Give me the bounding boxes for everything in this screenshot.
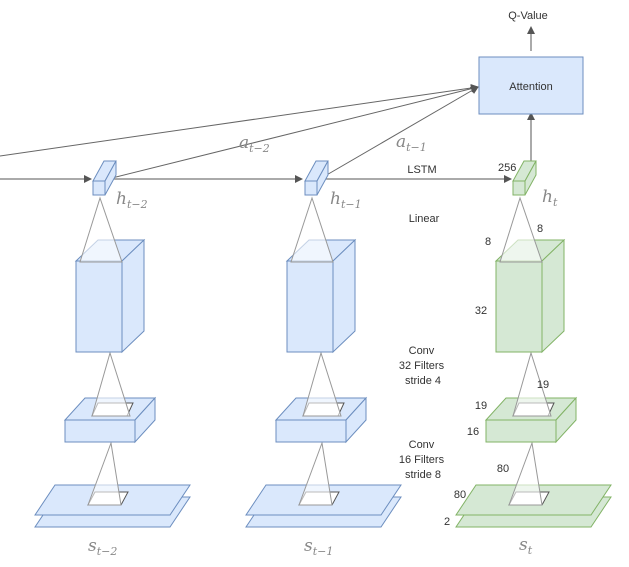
lstm-label: LSTM	[407, 164, 436, 176]
receptive-field-input-t1	[298, 441, 333, 506]
receptive-field-input-t	[508, 441, 543, 506]
arrow-history-to-attention	[0, 84, 479, 157]
dim-input-2: 2	[444, 516, 450, 528]
dim-linear-height: 8	[537, 223, 543, 235]
arrow-a-t1-to-attention	[317, 86, 479, 181]
receptive-field-linear-t1	[290, 196, 334, 263]
label-h-t-minus-2: ht−2	[116, 189, 148, 211]
receptive-field-linear-t2	[79, 196, 123, 263]
receptive-field-conv-t1	[302, 351, 342, 417]
lstm-cell-t2	[92, 160, 117, 196]
conv1-label: Conv 16 Filters stride 8	[399, 439, 447, 481]
conv2-block-t2	[74, 238, 146, 354]
label-a-t-minus-1: at−1	[396, 132, 427, 154]
attention-label: Attention	[509, 81, 552, 93]
arrow-a-t2-to-attention	[103, 84, 479, 181]
q-value-label: Q-Value	[508, 10, 548, 22]
dim-conv-19b: 19	[475, 400, 487, 412]
dim-linear-width: 8	[485, 236, 491, 248]
dim-linear-depth: 32	[475, 305, 487, 317]
dim-conv-16: 16	[467, 426, 479, 438]
attention-box	[478, 56, 584, 115]
linear-label: Linear	[409, 213, 440, 225]
column-t-minus-2	[34, 160, 191, 528]
dim-input-80b: 80	[454, 489, 466, 501]
input-stack-t2	[34, 484, 191, 528]
column-t-minus-1	[245, 160, 402, 528]
label-h-t: ht	[542, 187, 558, 209]
dim-conv-19a: 19	[537, 379, 549, 391]
lstm-cell-t	[512, 160, 537, 196]
label-a-t-minus-2: at−2	[239, 133, 270, 155]
lstm-cell-t1	[304, 160, 329, 196]
lstm-size-label: 256	[498, 162, 516, 174]
label-s-t-minus-2: st−2	[88, 536, 117, 558]
receptive-field-input-t2	[87, 441, 122, 506]
receptive-field-linear-t	[499, 196, 543, 263]
label-h-t-minus-1: ht−1	[330, 189, 362, 211]
lstm-chain	[0, 26, 535, 183]
attention-input-arrows	[0, 84, 479, 181]
label-s-t: st	[519, 535, 533, 557]
receptive-field-conv-t	[512, 351, 552, 417]
conv2-label: Conv 32 Filters stride 4	[399, 345, 447, 387]
receptive-field-conv-t2	[91, 351, 131, 417]
label-s-t-minus-1: st−1	[304, 536, 333, 558]
column-t	[455, 160, 612, 528]
dim-input-80a: 80	[497, 463, 509, 475]
